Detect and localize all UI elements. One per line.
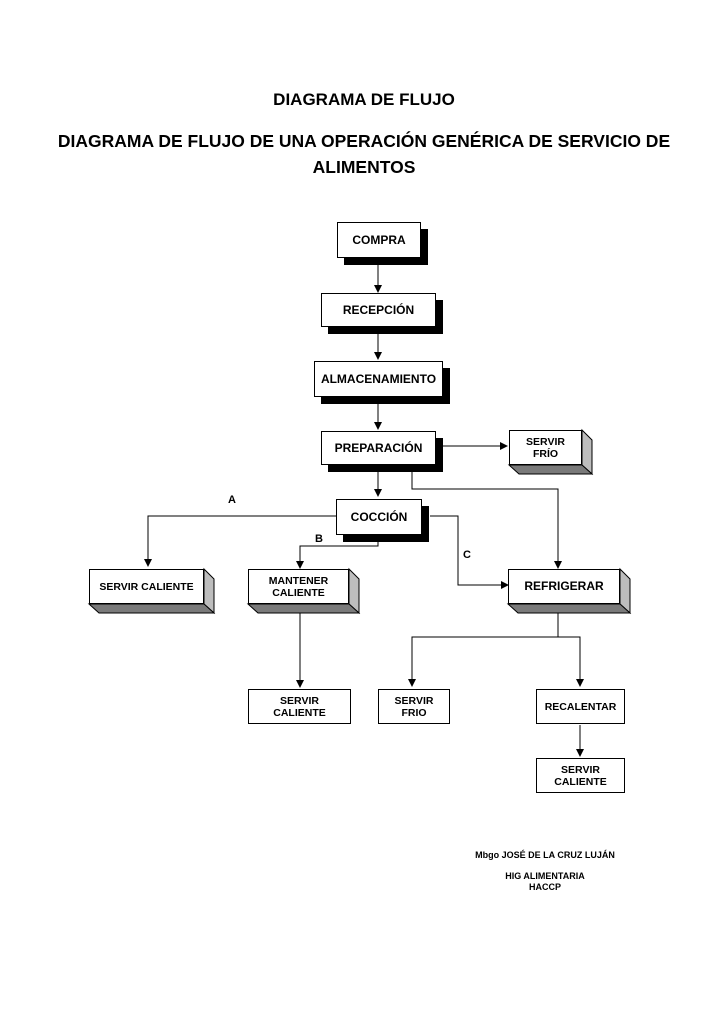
branch-label-b: B	[315, 533, 323, 545]
node-recepcion: RECEPCIÓN	[321, 293, 436, 327]
mantener-caliente-bevel	[246, 567, 361, 615]
footer-author: Mbgo JOSÉ DE LA CRUZ LUJÁN	[475, 850, 615, 860]
footer-line1: HIG ALIMENTARIA	[505, 871, 585, 881]
node-servir-caliente-2: SERVIR CALIENTE	[248, 689, 351, 724]
arrow-coccion-servir-caliente	[144, 515, 336, 567]
footer-line2: HACCP	[528, 882, 561, 892]
branch-label-a: A	[228, 494, 236, 506]
node-coccion: COCCIÓN	[336, 499, 422, 535]
arrow-refrigerar-servir-frio	[408, 604, 559, 687]
arrow-preparacion-refrigerar	[411, 466, 562, 569]
servir-caliente-bevel	[87, 567, 216, 615]
node-mantener-caliente: MANTENER CALIENTE	[248, 569, 349, 604]
arrow-refrigerar-recalentar	[558, 636, 584, 687]
node-servir-caliente-3: SERVIR CALIENTE	[536, 758, 625, 793]
node-almacenamiento: ALMACENAMIENTO	[314, 361, 443, 397]
arrow-coccion-refrigerar	[430, 515, 509, 589]
branch-label-c: C	[463, 549, 471, 561]
node-refrigerar: REFRIGERAR	[508, 569, 620, 604]
page-title: DIAGRAMA DE FLUJO	[273, 90, 455, 109]
node-compra: COMPRA	[337, 222, 421, 258]
arrow-coccion-mantener-caliente	[296, 537, 379, 569]
node-preparacion: PREPARACIÓN	[321, 431, 436, 465]
node-recalentar: RECALENTAR	[536, 689, 625, 724]
node-servir-caliente-1: SERVIR CALIENTE	[89, 569, 204, 604]
refrigerar-bevel	[506, 567, 632, 615]
node-servir-frio-2: SERVIR FRIO	[378, 689, 450, 724]
servir-frio-bevel	[507, 428, 594, 476]
diagram-subtitle: DIAGRAMA DE FLUJO DE UNA OPERACIÓN GENÉR…	[57, 131, 671, 177]
node-servir-frio-1: SERVIR FRÍO	[509, 430, 582, 465]
